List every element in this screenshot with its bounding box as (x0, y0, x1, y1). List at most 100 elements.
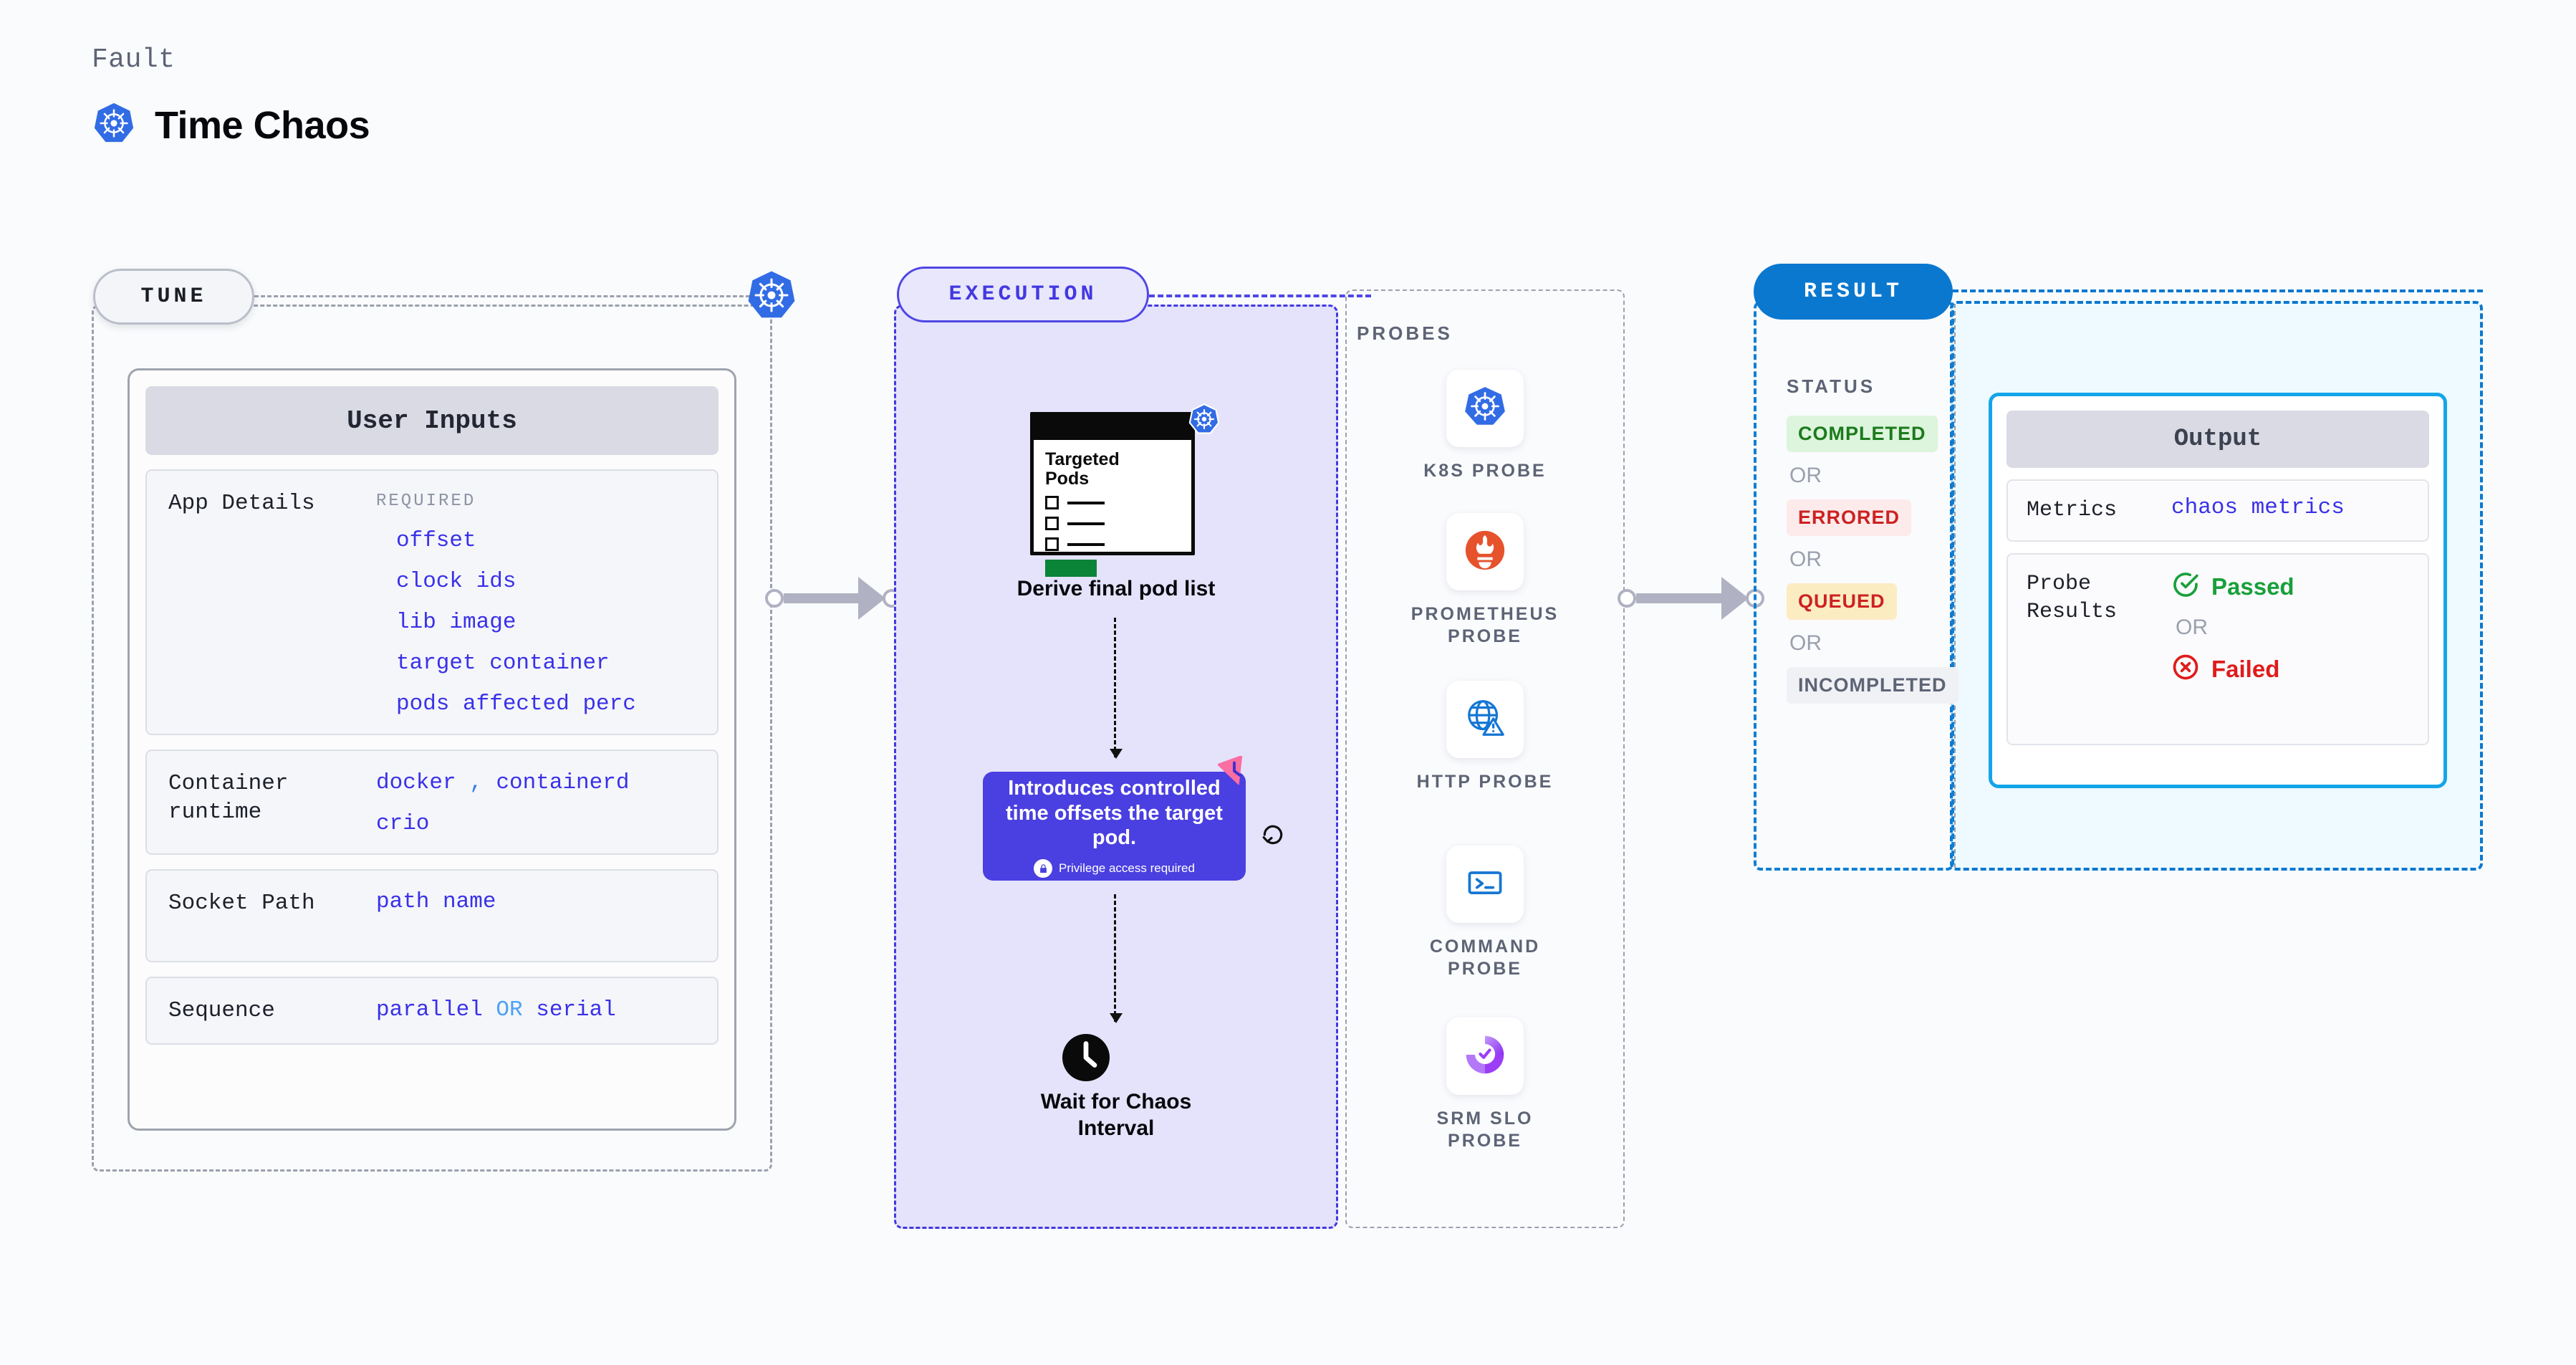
tune-stage-pill[interactable]: TUNE (93, 269, 254, 325)
output-row-label: Metrics (2027, 498, 2118, 522)
kubernetes-icon (1188, 403, 1221, 439)
probes-panel (1345, 289, 1625, 1228)
document-list-item (1045, 517, 1180, 530)
privilege-note-text: Privilege access required (1059, 861, 1195, 876)
x-circle-icon (2171, 653, 2200, 685)
probe-result-passed: Passed (2171, 570, 2294, 603)
probe-prometheus[interactable]: PROMETHEUS PROBE (1395, 513, 1575, 647)
probe-tile (1446, 681, 1524, 758)
connector-line (1636, 593, 1723, 603)
input-value: target container (396, 651, 610, 676)
input-row-container-runtime[interactable]: Container runtime docker , containerd cr… (145, 749, 719, 855)
status-title: STATUS (1787, 375, 1876, 397)
http-globe-icon (1463, 696, 1507, 744)
checkbox-icon (1045, 537, 1059, 551)
result-dashed-connector (1953, 289, 2483, 292)
input-row-app-details[interactable]: App Details REQUIRED offset clock ids li… (145, 469, 719, 735)
flow-arrow-down (1110, 618, 1123, 759)
input-row-socket-path[interactable]: Socket Path path name (145, 869, 719, 962)
status-badge-incompleted: INCOMPLETED (1787, 667, 1959, 704)
kubernetes-icon (1461, 383, 1509, 434)
connector-execution-to-result (1618, 577, 1764, 620)
probe-http[interactable]: HTTP PROBE (1395, 681, 1575, 793)
privilege-note: Privilege access required (1034, 859, 1195, 878)
execution-dashed-connector (1149, 294, 1371, 297)
green-bar-indicator (1045, 560, 1097, 577)
status-badge-errored: ERRORED (1787, 499, 1912, 536)
output-row-metrics[interactable]: Metrics chaos metrics (2007, 479, 2429, 542)
failed-label: Failed (2211, 655, 2280, 682)
result-stage-pill[interactable]: RESULT (1754, 264, 1953, 320)
wait-for-chaos-interval-label: Wait for Chaos Interval (1040, 1090, 1192, 1140)
fault-description-tooltip: Introduces controlled time offsets the t… (983, 772, 1246, 881)
probe-k8s[interactable]: K8S PROBE (1395, 370, 1575, 482)
refresh-icon[interactable] (1259, 820, 1287, 853)
command-terminal-icon (1464, 861, 1506, 908)
eyebrow-label: Fault (92, 44, 176, 75)
line-placeholder (1067, 522, 1105, 525)
document-content: Targeted Pods (1034, 440, 1191, 577)
connector-start-dot (765, 589, 784, 608)
input-value: crio (376, 811, 430, 836)
input-value: path name (376, 889, 496, 914)
probe-result-failed: Failed (2171, 653, 2294, 685)
user-inputs-card: User Inputs App Details REQUIRED offset … (128, 368, 736, 1131)
checkbox-icon (1045, 517, 1059, 530)
or-separator: OR (1789, 547, 1822, 571)
execution-stage-pill[interactable]: EXECUTION (897, 267, 1149, 322)
status-badge-completed: COMPLETED (1787, 416, 1938, 452)
connector-start-dot (1618, 589, 1636, 608)
input-row-sequence[interactable]: Sequence parallel OR serial (145, 976, 719, 1045)
document-list-item (1045, 537, 1180, 551)
lock-icon (1034, 859, 1053, 878)
document-list-item (1045, 496, 1180, 509)
input-row-label: Container runtime (168, 771, 289, 825)
page-header: Fault Time Chaos (92, 44, 370, 149)
tune-stage-border (92, 305, 772, 1172)
status-list: COMPLETED OR ERRORED OR QUEUED OR INCOMP… (1787, 416, 1959, 704)
output-row-label: Probe Results (2027, 572, 2118, 624)
targeted-pods-document: Targeted Pods (1030, 412, 1195, 577)
probe-label: K8S PROBE (1423, 461, 1547, 481)
user-inputs-title: User Inputs (145, 386, 719, 455)
required-tag: REQUIRED (376, 492, 476, 511)
checkbox-icon (1045, 496, 1059, 509)
probe-tile (1446, 370, 1524, 447)
output-row-value: chaos metrics (2171, 495, 2345, 520)
probe-label: PROMETHEUS PROBE (1410, 604, 1559, 646)
title-row: Time Chaos (92, 101, 370, 149)
or-separator: OR (2176, 616, 2208, 639)
probes-title: PROBES (1357, 322, 1453, 344)
connector-arrow-head (858, 577, 885, 620)
input-value: offset (396, 528, 476, 553)
pink-clock-icon (1216, 755, 1251, 792)
probe-label: HTTP PROBE (1416, 772, 1554, 792)
document-title-bar (1034, 416, 1191, 440)
flow-arrow-down (1110, 894, 1123, 1023)
tune-dashed-connector (254, 295, 763, 297)
probe-tile (1446, 513, 1524, 590)
clock-icon (1060, 1032, 1112, 1087)
connector-arrow-head (1721, 577, 1749, 620)
or-separator: OR (1789, 631, 1822, 655)
input-value: clock ids (396, 569, 516, 594)
input-row-label: Socket Path (168, 891, 315, 916)
output-card-title: Output (2007, 411, 2429, 468)
document-body: Targeted Pods (1030, 412, 1195, 577)
prometheus-icon (1463, 528, 1507, 576)
line-placeholder (1067, 501, 1105, 504)
tooltip-text: Introduces controlled time offsets the t… (1006, 776, 1223, 850)
probe-srm-slo[interactable]: SRM SLO PROBE (1395, 1017, 1575, 1151)
probes-panel-border (1345, 289, 1625, 1228)
probe-command[interactable]: COMMAND PROBE (1395, 846, 1575, 980)
kubernetes-icon (745, 269, 798, 325)
probe-tile (1446, 846, 1524, 923)
status-badge-queued: QUEUED (1787, 583, 1897, 620)
connector-tune-to-execution (765, 577, 901, 620)
output-row-probe-results[interactable]: Probe Results Passed OR (2007, 553, 2429, 745)
input-value: parallel OR serial (376, 997, 616, 1022)
connector-line (784, 593, 860, 603)
kubernetes-icon (92, 101, 136, 149)
input-row-label: Sequence (168, 997, 275, 1023)
srm-slo-icon (1464, 1033, 1506, 1080)
